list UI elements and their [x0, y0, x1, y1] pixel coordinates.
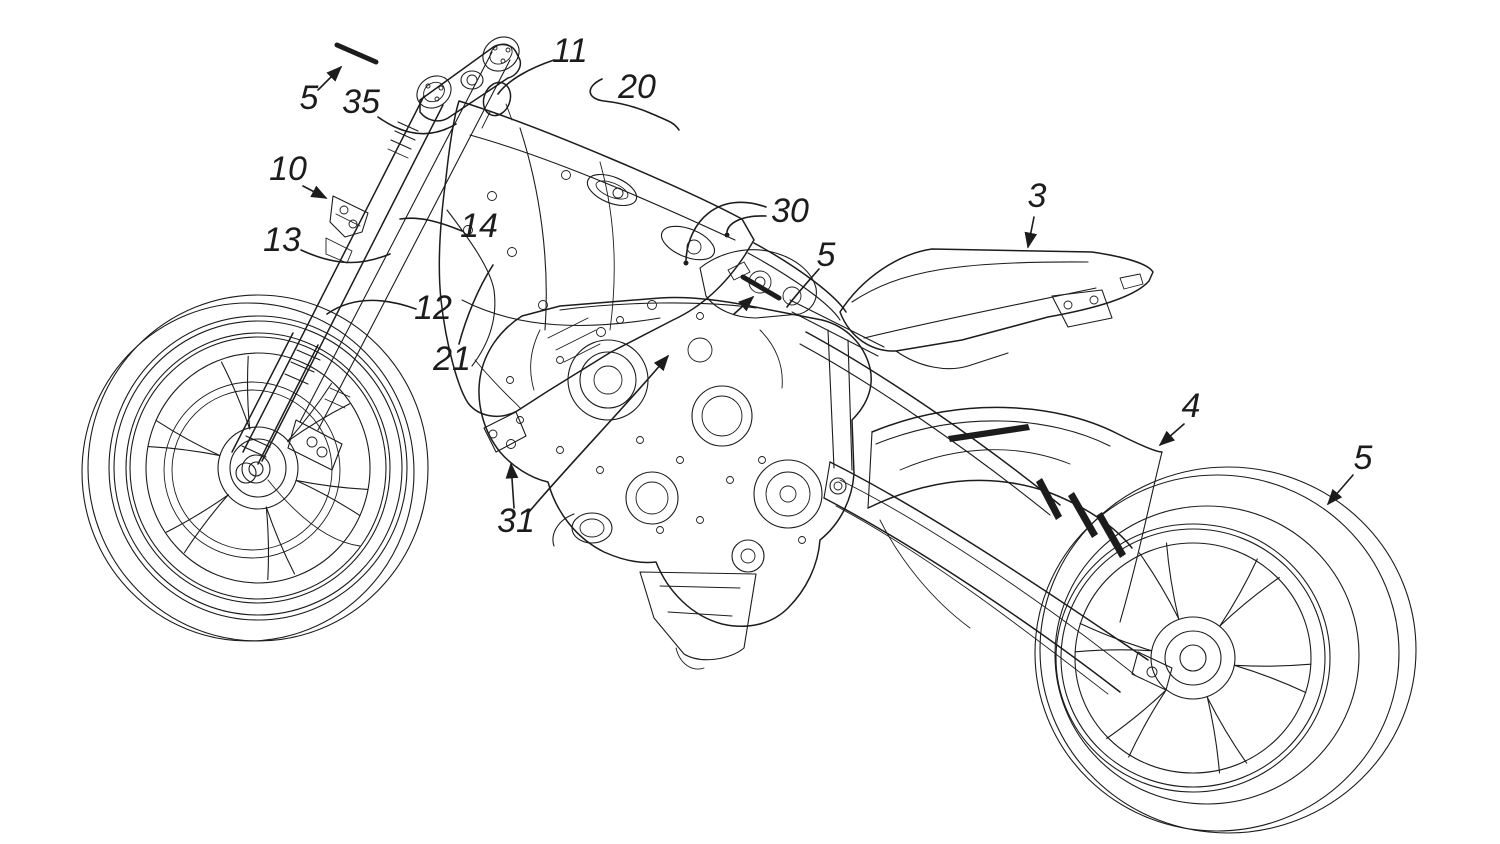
- ref-label-35: 35: [342, 83, 380, 121]
- ref-label-5-front: 5: [300, 79, 319, 117]
- ref-label-12: 12: [414, 289, 452, 327]
- leader-lines: [300, 42, 1354, 513]
- ref-label-4: 4: [1182, 387, 1201, 425]
- frame-shell: [438, 100, 853, 471]
- ref-label-14: 14: [460, 207, 498, 245]
- ref-label-5-rear: 5: [1354, 439, 1373, 477]
- ref-label-3: 3: [1028, 177, 1047, 215]
- engine: [478, 249, 872, 670]
- ref-label-11: 11: [552, 32, 587, 70]
- ref-label-20: 20: [617, 68, 656, 106]
- rear-subframe: [789, 299, 1061, 516]
- front-fork: [163, 36, 522, 559]
- ref-label-31: 31: [497, 502, 535, 540]
- ref-label-10: 10: [269, 150, 307, 188]
- ref-label-30: 30: [771, 192, 809, 230]
- swingarm: [823, 461, 1173, 695]
- reference-numerals: 5 35 10 13 14 12 21 11 20 30 5 3 31 4 5: [263, 32, 1372, 540]
- rear-wheel: [1034, 466, 1417, 834]
- seat-cowl: [839, 248, 1154, 370]
- ref-label-21: 21: [432, 340, 471, 378]
- ref-label-13: 13: [263, 221, 301, 259]
- rear-fender: [867, 406, 1163, 629]
- ref-label-5-mid: 5: [817, 236, 836, 274]
